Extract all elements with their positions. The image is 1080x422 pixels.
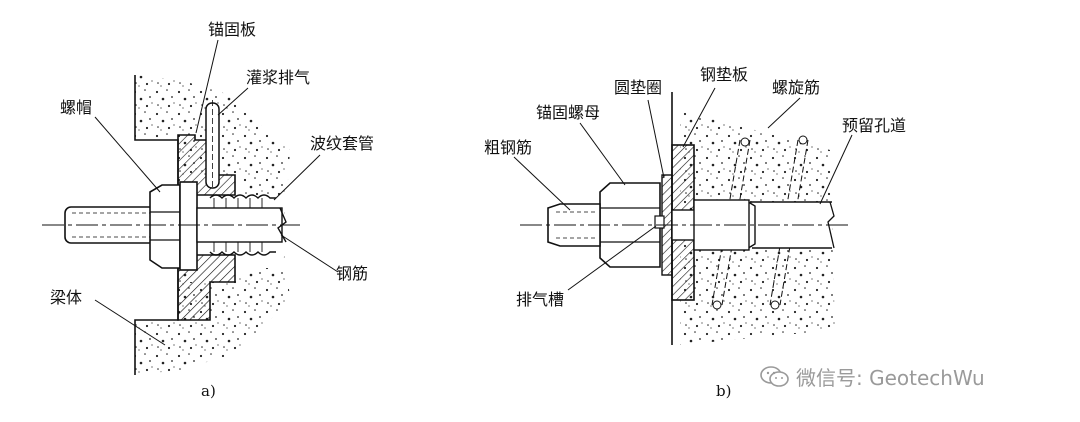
label-round-washer: 圆垫圈: [614, 78, 663, 97]
watermark: 微信号: GeotechWu: [760, 362, 985, 391]
label-corrugated-sleeve: 波纹套管: [310, 134, 375, 153]
label-anchor-nut: 锚固螺母: [536, 103, 601, 122]
beam-concrete-lower: [135, 245, 290, 375]
label-steel-pad-plate: 钢垫板: [700, 65, 749, 84]
label-grout-vent: 灌浆排气: [246, 68, 311, 87]
label-vent-groove: 排气槽: [516, 290, 565, 309]
label-anchor-plate: 锚固板: [208, 20, 257, 39]
caption-a: a): [201, 382, 216, 400]
label-beam-body: 梁体: [50, 288, 83, 307]
watermark-text: 微信号: GeotechWu: [796, 366, 985, 390]
diagram-a: [42, 39, 339, 375]
caption-b: b): [716, 382, 732, 400]
diagram-b: [513, 87, 853, 345]
nut-a: [149, 184, 181, 269]
label-nut: 螺帽: [60, 98, 93, 117]
label-spiral-bar: 螺旋筋: [772, 78, 821, 97]
label-steel-bar: 钢筋: [336, 264, 369, 283]
label-reserved-duct: 预留孔道: [842, 116, 907, 135]
label-thick-bar: 粗钢筋: [484, 138, 533, 157]
washer-a: [179, 181, 198, 271]
wechat-icon: [760, 365, 789, 387]
vent-groove: [654, 215, 665, 229]
